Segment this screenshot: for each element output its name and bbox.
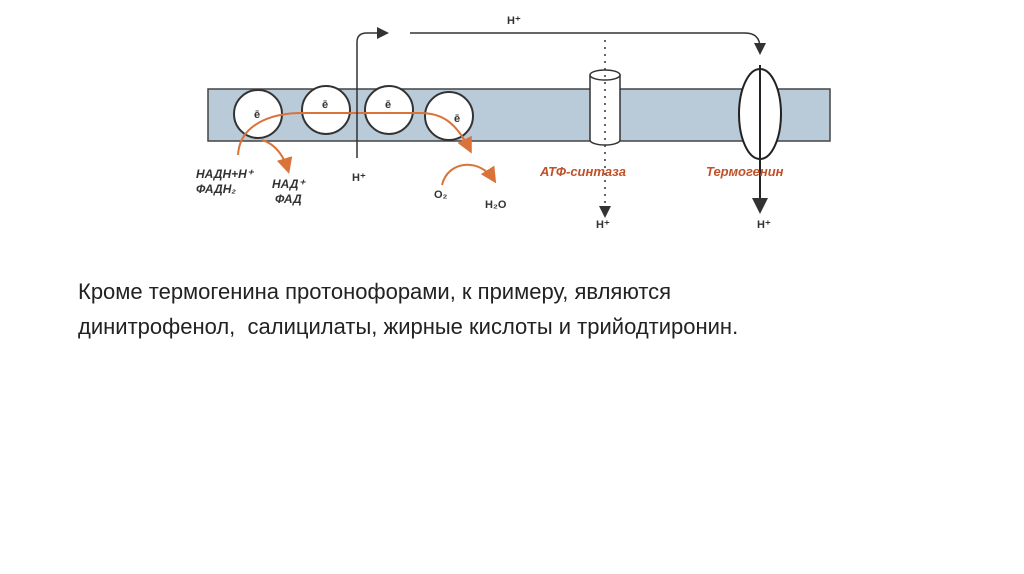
atp-synthase bbox=[589, 40, 621, 218]
electron-4: ē bbox=[454, 113, 460, 125]
h-plus-top: H⁺ bbox=[507, 15, 521, 27]
electron-3: ē bbox=[385, 99, 391, 111]
body-paragraph: Кроме термогенина протонофорами, к приме… bbox=[78, 274, 738, 344]
thermogenin-channel bbox=[738, 65, 782, 214]
label-h2o: H₂O bbox=[485, 199, 507, 211]
label-thermogenin: Термогенин bbox=[706, 164, 784, 179]
label-fad: ФАД bbox=[275, 192, 302, 206]
membrane bbox=[207, 88, 831, 142]
electron-flow-arrows bbox=[237, 112, 497, 186]
electron-carriers bbox=[233, 85, 474, 141]
h-plus-thermogenin: H⁺ bbox=[757, 219, 771, 231]
electron-1: ē bbox=[254, 109, 260, 121]
proton-return-arrow bbox=[410, 32, 766, 55]
label-fadh2: ФАДН₂ bbox=[196, 182, 236, 196]
body-line-2: динитрофенол, салицилаты, жирные кислоты… bbox=[78, 314, 739, 339]
label-nad: НАД⁺ bbox=[272, 177, 306, 191]
h-plus-middle: H⁺ bbox=[352, 172, 366, 184]
proton-pump-arrow bbox=[356, 27, 389, 158]
label-nadh: НАДН+Н⁺ bbox=[196, 167, 255, 181]
label-o2: O₂ bbox=[434, 189, 448, 201]
body-line-1: Кроме термогенина протонофорами, к приме… bbox=[78, 279, 672, 304]
h-plus-atp: H⁺ bbox=[596, 219, 610, 231]
label-atp-synthase: АТФ-синтаза bbox=[539, 164, 626, 179]
electron-2: ē bbox=[322, 99, 328, 111]
